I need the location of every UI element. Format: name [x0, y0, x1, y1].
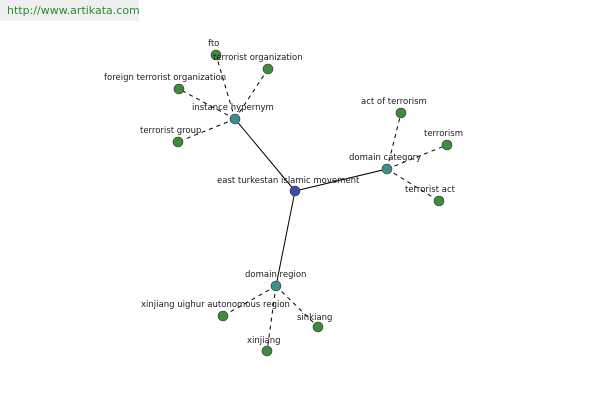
graph-labels: east turkestan islamic movement instance … — [104, 39, 463, 346]
graph-edges — [177, 54, 448, 352]
node-center[interactable] — [289, 185, 301, 197]
edge-instance-hypernym-to-fto — [215, 54, 236, 120]
node-terrorist-act[interactable] — [433, 195, 445, 207]
label-sinkiang[interactable]: sinkiang — [297, 313, 332, 323]
node-terrorism[interactable] — [441, 139, 453, 151]
label-act-of-terrorism[interactable]: act of terrorism — [361, 97, 427, 107]
label-terrorist-group[interactable]: terrorist group — [140, 126, 201, 136]
node-instance-hypernym[interactable] — [229, 113, 241, 125]
edge-instance-hypernym-to-terrorist-group — [177, 118, 236, 143]
edge-domain-region-to-xinjiang — [266, 285, 277, 352]
node-fto[interactable] — [210, 49, 222, 61]
label-domain-region[interactable]: domain region — [245, 270, 306, 280]
node-domain-region[interactable] — [270, 280, 282, 292]
node-sinkiang[interactable] — [312, 321, 324, 333]
edge-center-to-instance-hypernym — [234, 118, 296, 192]
edge-domain-region-to-sinkiang — [275, 285, 319, 328]
node-foreign-terrorist-organization[interactable] — [173, 83, 185, 95]
edge-domain-category-to-act-of-terrorism — [386, 112, 402, 170]
site-url-link[interactable]: http://www.artikata.com — [0, 0, 140, 21]
node-domain-category[interactable] — [381, 163, 393, 175]
label-xinjiang[interactable]: xinjiang — [247, 336, 281, 346]
edge-domain-region-to-xinjiang-uighur-autonomous-region — [222, 285, 277, 317]
label-instance-hypernym[interactable]: instance hypernym — [192, 103, 274, 113]
graph-nodes — [172, 49, 453, 357]
label-xinjiang-uighur-autonomous-region[interactable]: xinjiang uighur autonomous region — [141, 300, 290, 310]
label-terrorist-act[interactable]: terrorist act — [405, 185, 456, 195]
label-foreign-terrorist-organization[interactable]: foreign terrorist organization — [104, 73, 226, 83]
edge-domain-category-to-terrorism — [386, 144, 448, 170]
edge-center-to-domain-region — [275, 190, 296, 287]
node-terrorist-organization[interactable] — [262, 63, 274, 75]
node-terrorist-group[interactable] — [172, 136, 184, 148]
node-act-of-terrorism[interactable] — [395, 107, 407, 119]
edge-instance-hypernym-to-foreign-terrorist-organization — [178, 88, 236, 120]
label-terrorist-organization[interactable]: terrorist organization — [213, 53, 303, 63]
node-xinjiang[interactable] — [261, 345, 273, 357]
label-center[interactable]: east turkestan islamic movement — [217, 176, 360, 186]
edge-domain-category-to-terrorist-act — [386, 168, 440, 202]
label-domain-category[interactable]: domain category — [349, 153, 421, 163]
node-xinjiang-uighur-autonomous-region[interactable] — [217, 310, 229, 322]
label-terrorism[interactable]: terrorism — [424, 129, 463, 139]
edge-center-to-domain-category — [294, 168, 388, 192]
label-fto[interactable]: fto — [208, 39, 219, 49]
edge-instance-hypernym-to-terrorist-organization — [234, 68, 269, 120]
